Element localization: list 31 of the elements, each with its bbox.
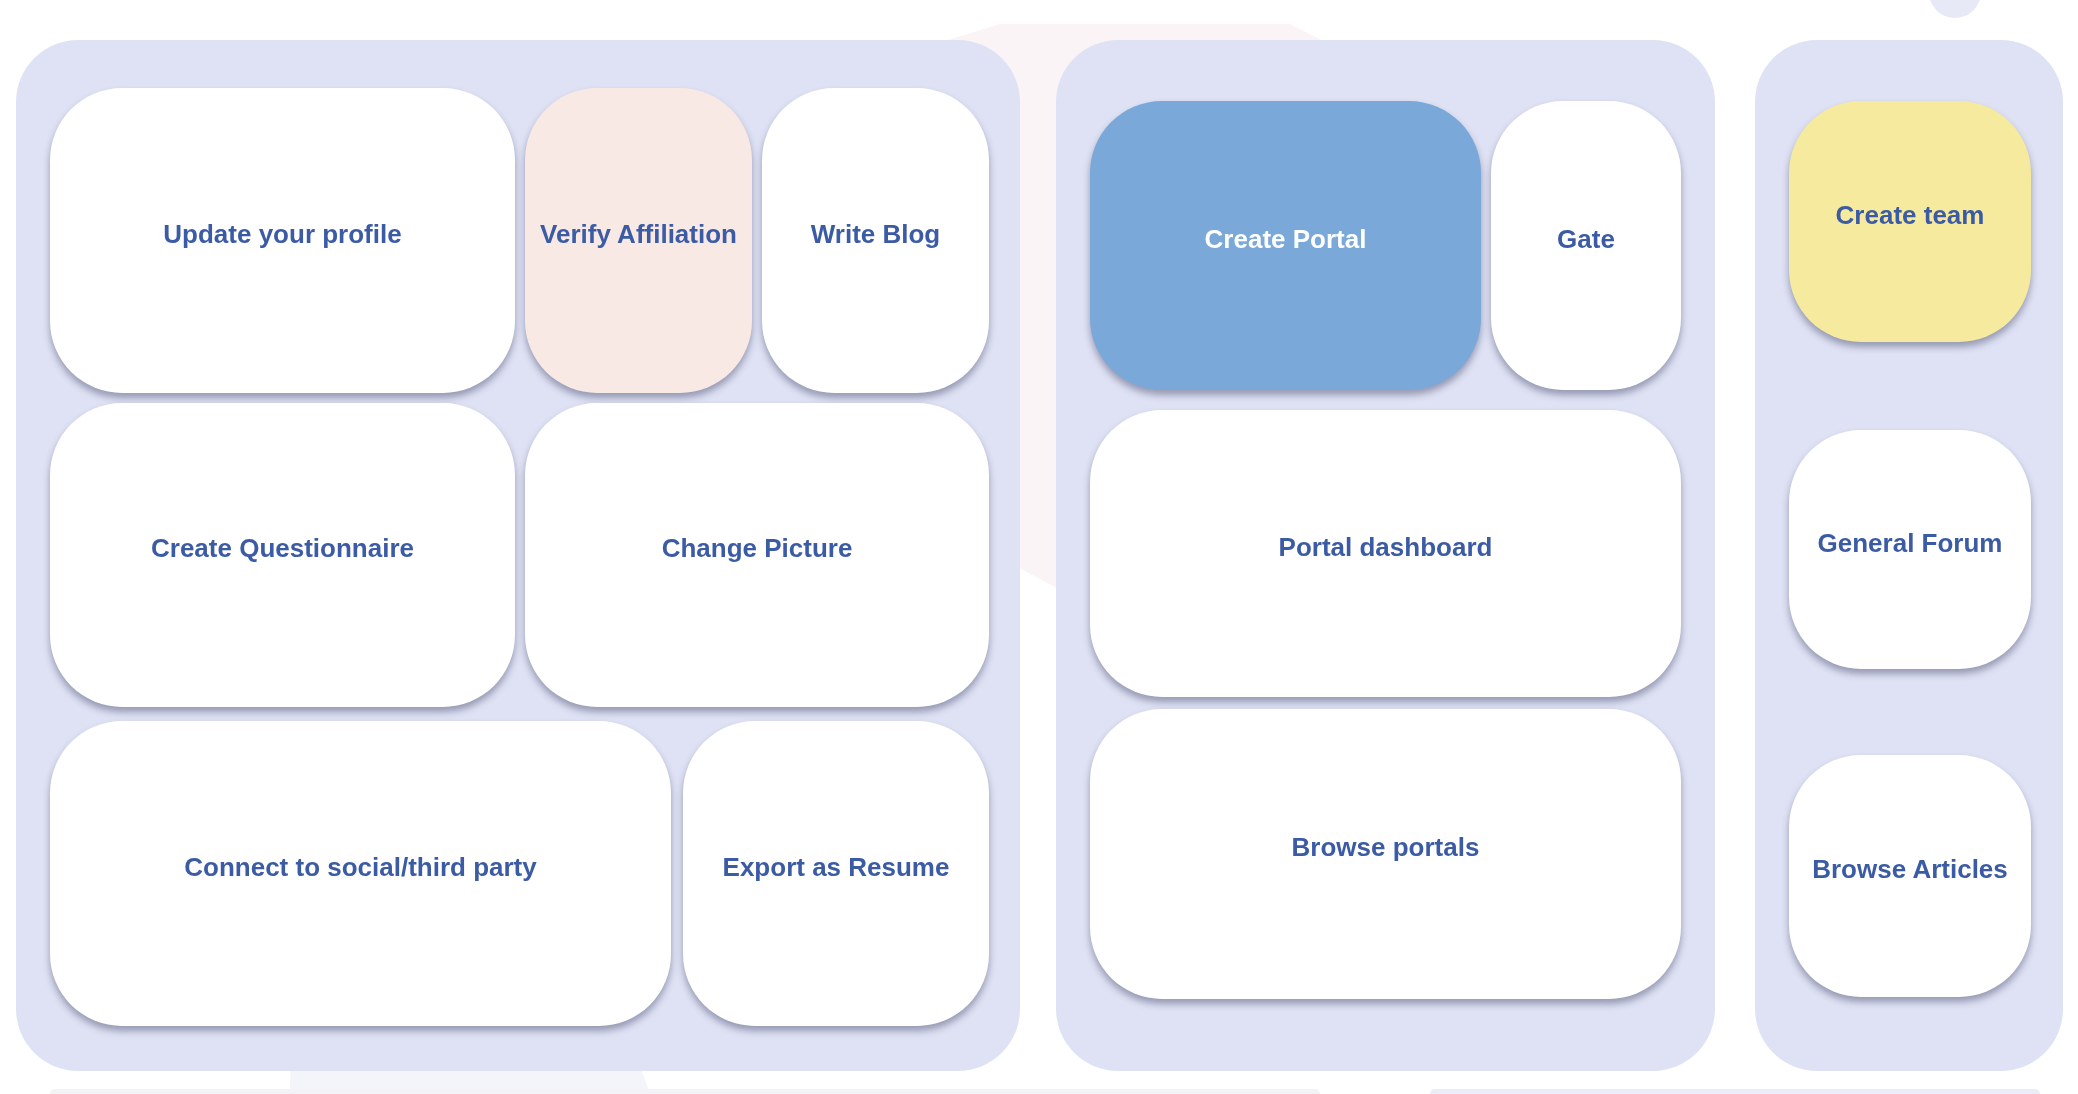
- tile-label: Verify Affiliation: [540, 218, 737, 251]
- feature-tile: [50, 403, 515, 707]
- tile-label: Change Picture: [661, 533, 853, 565]
- tile-label: Create team: [1835, 199, 1985, 232]
- feature-tile: [1090, 101, 1481, 390]
- tile-label: Create Questionnaire: [151, 533, 414, 565]
- feature-tile: [1789, 755, 2031, 997]
- tile-label: Connect to social/third party: [184, 851, 537, 884]
- feature-tile: [762, 88, 989, 393]
- feature-tile: [50, 721, 671, 1026]
- panel: [1755, 40, 2063, 1071]
- feature-tile: [50, 88, 515, 393]
- tile-label: General Forum: [1817, 527, 2003, 560]
- feature-tile: [525, 403, 989, 707]
- tile-label: Browse portals: [1291, 832, 1480, 864]
- feature-tile: [1789, 101, 2031, 342]
- tile-label: Create Portal: [1204, 223, 1367, 256]
- feature-tile: [525, 88, 752, 393]
- feature-tile: [1789, 430, 2031, 669]
- feature-tile: [1491, 101, 1681, 390]
- panel: [16, 40, 1020, 1071]
- tile-label: Browse Articles: [1812, 854, 2008, 886]
- panel: [1056, 40, 1715, 1071]
- feature-tile: [1090, 410, 1681, 697]
- tile-label: Portal dashboard: [1278, 531, 1493, 564]
- tile-label: Export as Resume: [722, 851, 950, 884]
- feature-tile: [683, 721, 989, 1026]
- feature-tile: [1090, 709, 1681, 999]
- tile-label: Gate: [1557, 223, 1615, 256]
- tile-label: Update your profile: [163, 218, 402, 251]
- tile-label: Write Blog: [810, 218, 941, 251]
